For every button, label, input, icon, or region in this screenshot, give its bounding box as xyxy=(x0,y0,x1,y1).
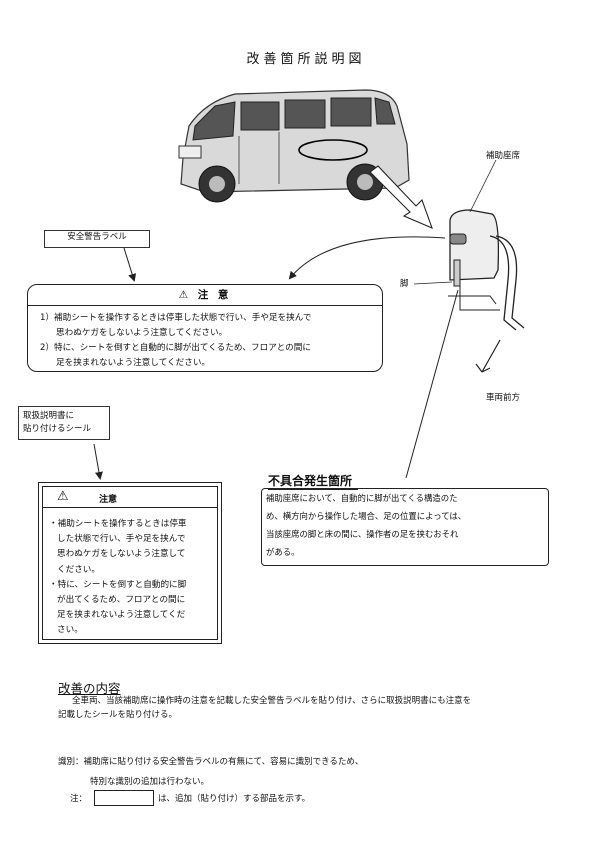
seal-line: 足を挟まれないよう注意してくだ xyxy=(57,610,186,621)
vehicle-front-label: 車両前方 xyxy=(486,393,521,403)
seal-line: さい。 xyxy=(57,625,83,636)
improvement-text: 全車両、当該補助席に操作時の注意を記載した安全警告ラベルを貼り付け、さらに取扱説… xyxy=(58,694,568,722)
aux-seat-illustration xyxy=(448,209,525,331)
safety-label-tag: 安全警告ラベル xyxy=(44,230,150,248)
warning-line-1: 1）補助シートを操作するときは停車した状態で行い、手や足を挟んで xyxy=(40,313,312,323)
improvement-line-2: 記載したシールを貼り付ける。 xyxy=(58,710,178,720)
leg-label: 脚 xyxy=(400,279,409,289)
improvement-heading: 改善の内容 xyxy=(58,681,121,696)
warning-triangle-icon: ⚠ xyxy=(57,489,69,504)
warning-line-3: 2）特に、シートを倒すと自動的に脚が出てくるため、フロアとの間に xyxy=(40,343,311,353)
manual-seal-tag-line1: 取扱説明書に xyxy=(23,411,75,421)
seal-line: 思わぬケガをしないよう注意して xyxy=(57,549,186,560)
manual-seal-tag: 取扱説明書に 貼り付けるシール xyxy=(18,406,110,440)
note-text: は、追加（貼り付け）する部品を示す。 xyxy=(158,794,311,804)
seal-line: ください。 xyxy=(57,564,100,575)
aux-seat-label: 補助座席 xyxy=(486,151,521,161)
defect-line: がある。 xyxy=(266,547,300,557)
warning-label: ⚠ 注 意 1）補助シートを操作するときは停車した状態で行い、手や足を挟んで 思… xyxy=(27,284,383,372)
manual-seal-heading: 注意 xyxy=(99,495,118,505)
defect-description: 補助座席において、自動的に脚が出てくる構造のた め、横方向から操作した場合、足の… xyxy=(261,488,549,566)
manual-seal-tag-line2: 貼り付けるシール xyxy=(23,424,92,434)
warning-line-2: 思わぬケガをしないよう注意してください。 xyxy=(56,328,228,338)
identification-line-1: 識別：補助席に貼り付ける安全警告ラベルの有無にて、容易に識別できるため、 xyxy=(58,757,364,767)
manual-seal-header: ⚠ 注意 xyxy=(43,487,217,508)
seal-line: ・特に、シートを倒すと自動的に脚 xyxy=(49,579,187,590)
defect-line: め、横方向から操作した場合、足の位置によっては、 xyxy=(266,511,467,521)
note-sample-box xyxy=(94,790,154,806)
warning-line-4: 足を挟まれないよう注意してください。 xyxy=(56,358,211,368)
warning-label-heading: 注 意 xyxy=(197,289,232,301)
seal-line: が出てくるため、フロアとの間に xyxy=(57,595,186,606)
warning-label-header: ⚠ 注 意 xyxy=(28,285,382,306)
defect-heading: 不具合発生箇所 xyxy=(268,472,359,490)
seal-line: ・補助シートを操作するときは停車 xyxy=(49,519,187,529)
manual-seal: ⚠ 注意 ・補助シートを操作するときは停車 した状態で行い、手や足を挟んで 思わ… xyxy=(38,482,222,644)
identification-line-2: 特別な識別の追加は行わない。 xyxy=(90,777,210,787)
defect-line: 補助座席において、自動的に脚が出てくる構造のた xyxy=(266,493,458,503)
improvement-line-1: 全車両、当該補助席に操作時の注意を記載した安全警告ラベルを貼り付け、さらに取扱説… xyxy=(72,696,472,706)
note-prefix: 注： xyxy=(70,794,88,804)
safety-label-text: 安全警告ラベル xyxy=(67,232,127,242)
identification-text: 識別：補助席に貼り付ける安全警告ラベルの有無にて、容易に識別できるため、 特別な… xyxy=(58,752,578,792)
seal-line: した状態で行い、手や足を挟んで xyxy=(57,534,186,545)
warning-triangle-icon: ⚠ xyxy=(178,289,192,301)
defect-line: 当該座席の脚と床の間に、操作者の足を挟むおそれ xyxy=(266,529,459,539)
van-illustration xyxy=(178,89,410,203)
page-title: 改善箇所説明図 xyxy=(246,52,366,67)
